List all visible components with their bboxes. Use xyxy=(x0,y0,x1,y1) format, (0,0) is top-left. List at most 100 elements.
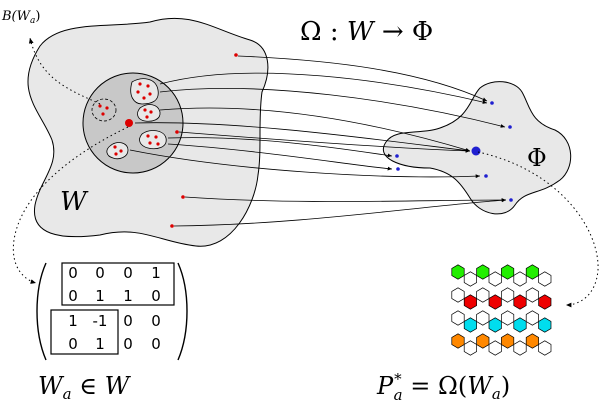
hex-cell-filled xyxy=(525,264,539,280)
cluster-1 xyxy=(130,78,159,105)
ball-label: B(Wa) xyxy=(1,9,40,26)
hex-cell-filled xyxy=(488,317,502,333)
matrix-cell: 0 xyxy=(151,312,161,330)
hex-cell-empty xyxy=(451,287,465,303)
hex-cell-filled xyxy=(501,333,515,349)
point-red xyxy=(181,195,185,199)
hex-cell-empty xyxy=(501,287,515,303)
point-red xyxy=(138,82,142,86)
hex-cell-filled xyxy=(488,294,502,310)
point-red xyxy=(156,142,160,146)
hex-cell-empty xyxy=(538,271,552,287)
matrix-block-top xyxy=(61,262,175,306)
matrix-cell: 0 xyxy=(123,264,133,282)
hex-cell-filled xyxy=(538,317,552,333)
point-blue xyxy=(396,167,400,171)
hex-cell-empty xyxy=(513,340,527,356)
cluster-3 xyxy=(139,130,167,150)
matrix-cell: 0 xyxy=(151,335,161,353)
mapping-label: Ω : W → Φ xyxy=(300,17,433,47)
hex-cell-empty xyxy=(538,340,552,356)
mapping-arrow xyxy=(159,88,506,128)
point-red xyxy=(146,84,150,88)
dotted-connectors xyxy=(12,37,599,308)
point-red xyxy=(149,110,153,114)
center-point-blue xyxy=(471,146,481,156)
matrix-cell: 0 xyxy=(68,335,78,353)
mapping-arrow xyxy=(129,149,481,179)
point-red xyxy=(234,53,238,57)
point-red xyxy=(114,152,118,156)
dotted-connector-ball xyxy=(28,37,101,105)
point-red xyxy=(113,145,117,149)
hex-cell-empty xyxy=(451,310,465,326)
hex-cell-filled xyxy=(513,294,527,310)
point-red xyxy=(148,92,152,96)
matrix-cell: 1 xyxy=(151,264,161,282)
hex-cell-filled xyxy=(463,317,477,333)
matrix-cell: 1 xyxy=(95,335,105,353)
point-red xyxy=(154,135,158,139)
hex-cell-empty xyxy=(463,340,477,356)
mapping-arrow xyxy=(173,198,507,227)
hex-cell-filled xyxy=(525,333,539,349)
hex-cell-empty xyxy=(513,271,527,287)
hex-cell-filled xyxy=(451,264,465,280)
hex-cell-filled xyxy=(513,317,527,333)
point-red xyxy=(105,106,109,110)
cluster-2 xyxy=(137,104,161,122)
mapping-arrow xyxy=(167,137,393,158)
matrix-cell: 0 xyxy=(68,264,78,282)
dotted-connector-matrix xyxy=(12,126,129,284)
mapping-arrows xyxy=(129,55,507,227)
matrix-cell: 1 xyxy=(95,287,105,305)
hex-cell-filled xyxy=(501,264,515,280)
hex-cell-empty xyxy=(488,340,502,356)
mapping-arrow xyxy=(237,55,488,102)
point-red xyxy=(170,224,174,228)
hex-cell-filled xyxy=(463,294,477,310)
hex-grid xyxy=(451,264,552,356)
mapping-arrow xyxy=(178,131,471,153)
point-red xyxy=(136,90,140,94)
matrix-cell: -1 xyxy=(93,312,108,330)
matrix-block-bottom xyxy=(50,309,119,355)
matrix-cell: 0 xyxy=(123,335,133,353)
point-blue xyxy=(509,198,513,202)
hex-cell-empty xyxy=(476,310,490,326)
center-point-red xyxy=(125,119,133,127)
hex-cell-empty xyxy=(463,271,477,287)
region-w-label: W xyxy=(60,187,89,217)
point-red xyxy=(142,96,146,100)
mapping-arrow xyxy=(159,72,488,104)
matrix-cell: 0 xyxy=(95,264,105,282)
matrix-cell: 0 xyxy=(68,287,78,305)
matrix-cell: 0 xyxy=(151,287,161,305)
hex-cell-empty xyxy=(488,271,502,287)
region-phi-label: Φ xyxy=(527,144,547,172)
mapping-arrow xyxy=(159,107,471,152)
dashed-cluster xyxy=(91,98,117,122)
bottom-left-label: Wa ∈ W xyxy=(38,372,132,403)
point-red xyxy=(175,130,179,134)
point-blue xyxy=(395,154,399,158)
point-red xyxy=(146,134,150,138)
matrix-bracket-right xyxy=(177,262,188,361)
matrix-bracket-left xyxy=(36,262,47,361)
hex-cell-empty xyxy=(476,287,490,303)
mapping-arrow xyxy=(184,196,507,202)
hex-cell-filled xyxy=(476,333,490,349)
point-red xyxy=(98,104,102,108)
hex-cell-empty xyxy=(525,310,539,326)
hex-cell-filled xyxy=(538,294,552,310)
point-red xyxy=(145,115,149,119)
point-red xyxy=(101,112,105,116)
matrix-cell: 1 xyxy=(123,287,133,305)
bottom-right-label: P*a = Ω(Wa) xyxy=(376,370,510,404)
hex-cell-filled xyxy=(451,333,465,349)
point-blue xyxy=(508,125,512,129)
point-red xyxy=(119,149,123,153)
point-blue xyxy=(484,174,488,178)
